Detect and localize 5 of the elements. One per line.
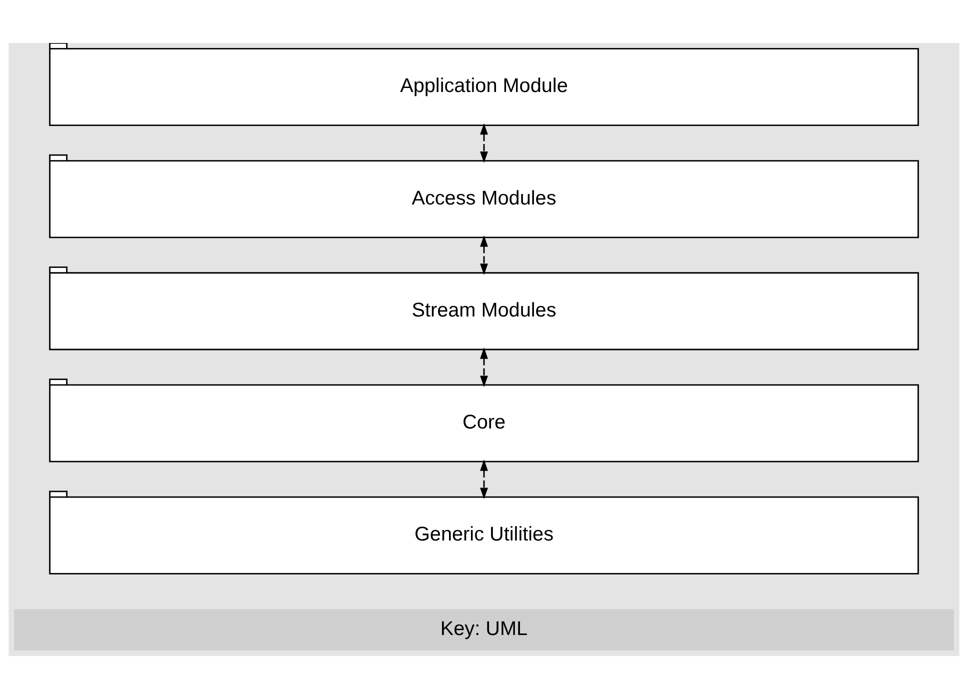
arrow: [480, 234, 488, 274]
arrow: [480, 459, 488, 499]
label: Key: UML: [440, 618, 528, 640]
arrow: [480, 346, 488, 387]
arrow: [480, 122, 488, 162]
